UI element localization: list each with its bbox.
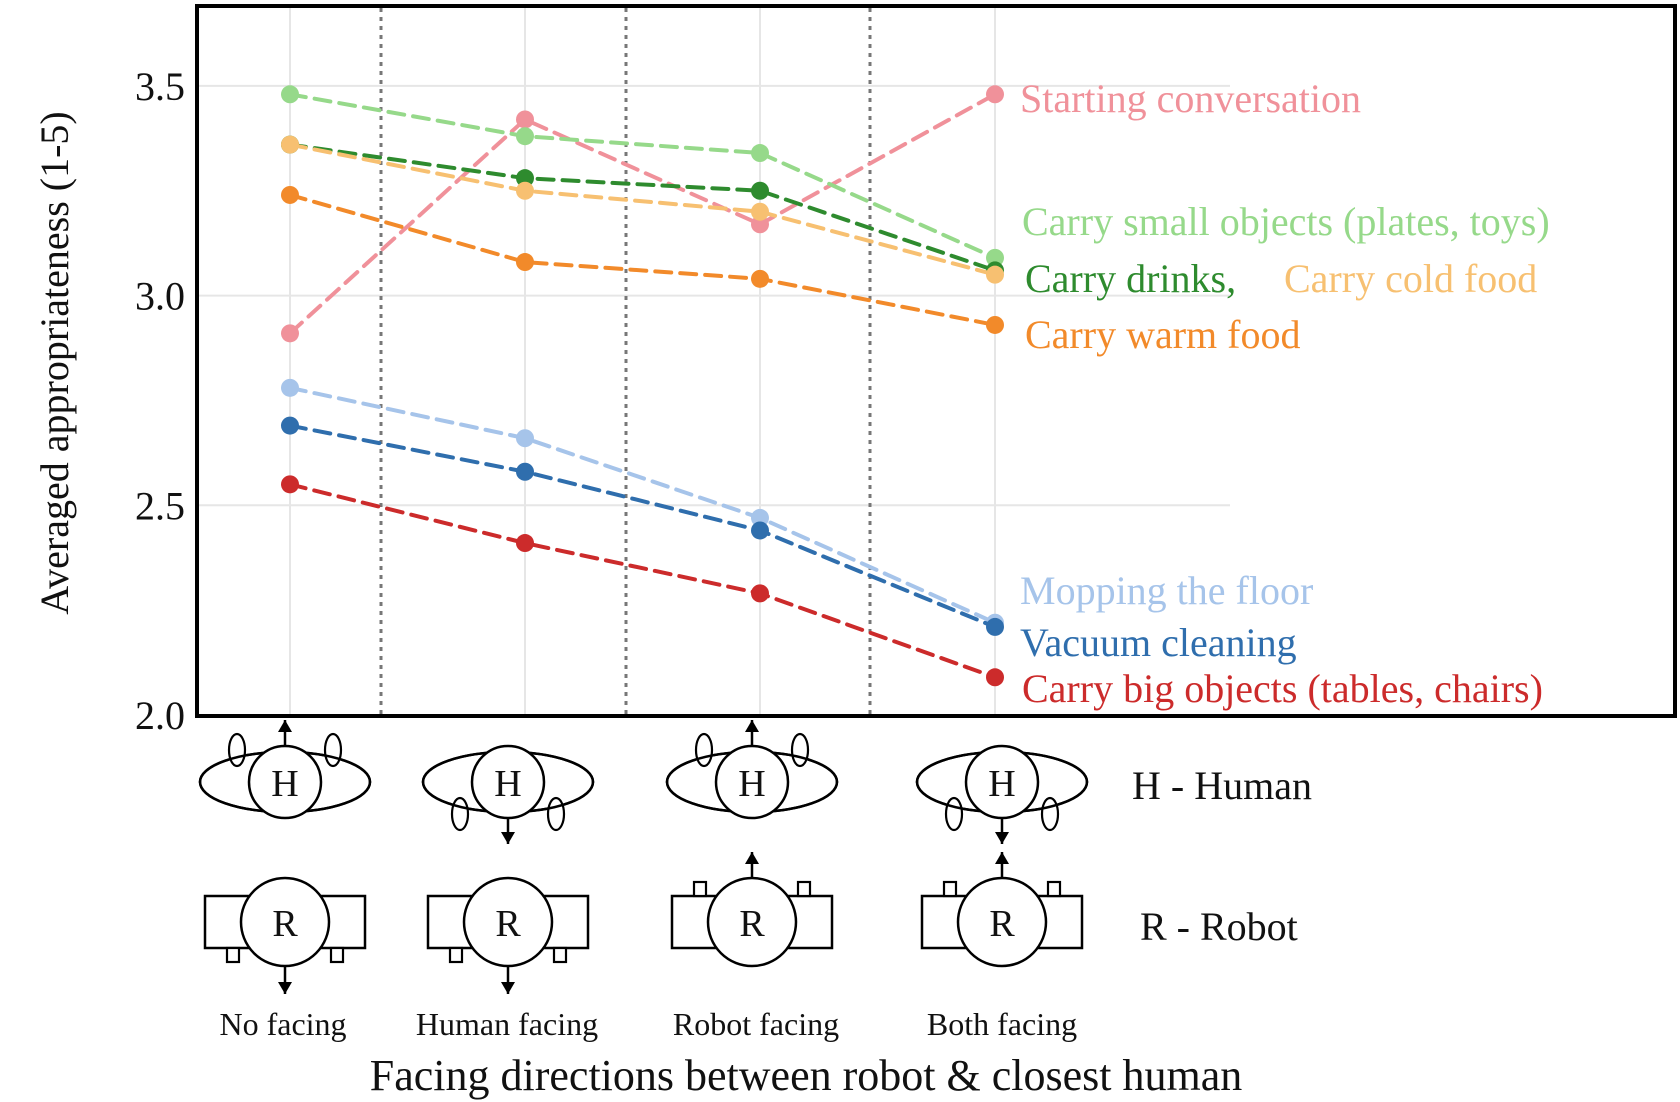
data-point	[281, 416, 299, 435]
category-label: Both facing	[927, 1006, 1077, 1042]
data-point	[751, 202, 769, 221]
series-1	[281, 85, 1004, 267]
series-3	[281, 135, 1004, 284]
series-line	[288, 92, 997, 336]
data-point	[516, 253, 534, 272]
series-line	[288, 142, 997, 273]
data-point	[751, 144, 769, 163]
series-line	[288, 482, 997, 680]
human-letter: H	[494, 763, 521, 805]
data-point	[751, 508, 769, 527]
series-line	[288, 142, 997, 277]
series-line	[288, 423, 997, 629]
human-letter: H	[738, 763, 765, 805]
data-point	[751, 521, 769, 540]
series-4	[281, 185, 1004, 334]
robot-glyph: R	[426, 876, 590, 994]
data-point	[516, 127, 534, 146]
human-glyph: H	[198, 720, 372, 820]
series-layer	[281, 85, 1004, 687]
category-separators	[379, 8, 872, 714]
series-label-carry-drinks: Carry drinks,	[1025, 256, 1236, 301]
y-tick-labels: 2.0 2.5 3.0 3.5	[135, 64, 185, 738]
data-point	[281, 85, 299, 104]
human-glyph: H	[421, 744, 595, 844]
plot-background	[197, 6, 1675, 716]
robot-letter: R	[272, 903, 298, 945]
series-line	[288, 192, 997, 327]
series-label-carry-big-objects: Carry big objects (tables, chairs)	[1022, 666, 1543, 711]
data-point	[986, 85, 1004, 104]
data-point	[986, 617, 1004, 636]
x-axis-label: Facing directions between robot & closes…	[370, 1051, 1242, 1100]
series-line	[288, 92, 997, 260]
series-7	[281, 475, 1004, 687]
y-tick-label: 2.5	[135, 483, 185, 528]
series-label-mopping-the-floor: Mopping the floor	[1020, 568, 1313, 613]
robot-glyph: R	[670, 852, 834, 968]
facing-glyphs: H R H R H R H R	[198, 720, 1089, 994]
series-6	[281, 416, 1004, 636]
data-point	[281, 135, 299, 154]
y-tick-label: 3.5	[135, 64, 185, 109]
robot-letter: R	[989, 903, 1015, 945]
category-label: No facing	[219, 1006, 346, 1042]
data-point	[516, 429, 534, 448]
data-point	[516, 534, 534, 553]
data-point	[516, 169, 534, 188]
data-point	[986, 668, 1004, 687]
series-label-starting-conversation: Starting conversation	[1020, 76, 1361, 121]
data-point	[516, 110, 534, 129]
data-point	[986, 248, 1004, 267]
category-labels: No facing Human facing Robot facing Both fa…	[219, 1006, 1077, 1042]
robot-glyph: R	[920, 852, 1084, 968]
human-glyph: H	[915, 744, 1089, 844]
series-line	[288, 385, 997, 625]
data-point	[281, 185, 299, 204]
human-letter: H	[988, 763, 1015, 805]
y-tick-label: 3.0	[135, 274, 185, 319]
data-point	[516, 462, 534, 481]
data-point	[986, 315, 1004, 334]
series-0	[281, 85, 1004, 343]
series-label-vacuum-cleaning: Vacuum cleaning	[1020, 620, 1297, 665]
human-legend: H - Human	[1132, 763, 1312, 808]
data-point	[751, 584, 769, 603]
data-point	[751, 215, 769, 234]
human-letter: H	[271, 763, 298, 805]
robot-legend: R - Robot	[1140, 904, 1298, 949]
category-label: Robot facing	[673, 1006, 839, 1042]
series-labels: Starting conversation Carry small object…	[1020, 76, 1550, 711]
y-axis-label: Averaged appropriateness (1-5)	[32, 111, 77, 614]
robot-glyph: R	[203, 876, 367, 994]
series-label-carry-small-objects: Carry small objects (plates, toys)	[1022, 199, 1550, 244]
plot-frame	[195, 4, 1677, 718]
data-point	[281, 324, 299, 343]
human-glyph: H	[665, 720, 839, 820]
data-point	[516, 181, 534, 200]
data-point	[751, 181, 769, 200]
y-tick-label: 2.0	[135, 693, 185, 738]
robot-letter: R	[495, 903, 521, 945]
series-label-carry-warm-food: Carry warm food	[1025, 312, 1300, 357]
category-label: Human facing	[416, 1006, 598, 1042]
data-point	[986, 265, 1004, 284]
data-point	[281, 475, 299, 494]
data-point	[751, 269, 769, 288]
robot-letter: R	[739, 903, 765, 945]
data-point	[281, 378, 299, 397]
series-label-carry-cold-food: Carry cold food	[1284, 256, 1537, 301]
